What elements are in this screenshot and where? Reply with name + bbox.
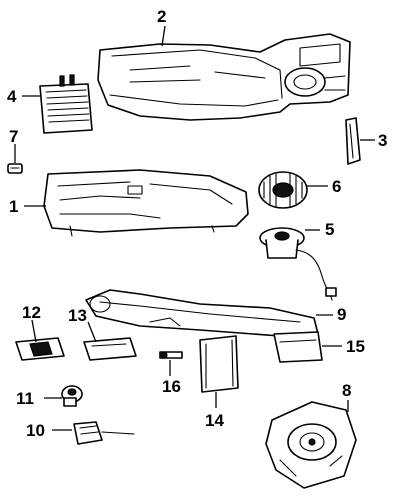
callout-11: 11 bbox=[16, 389, 34, 408]
callout-15: 15 bbox=[346, 337, 365, 356]
callout-7: 7 bbox=[9, 127, 18, 146]
callout-9: 9 bbox=[337, 305, 346, 324]
callout-10: 10 bbox=[26, 421, 45, 440]
part-4-filter bbox=[39, 74, 93, 134]
part-8-blower-housing bbox=[265, 401, 357, 489]
part-5-blower-motor bbox=[259, 227, 337, 301]
part-1-lower-housing bbox=[43, 169, 249, 237]
part-3-seal bbox=[345, 117, 361, 165]
part-15-cover bbox=[273, 331, 323, 363]
callout-14: 14 bbox=[205, 411, 224, 430]
callout-2: 2 bbox=[157, 7, 166, 26]
callout-5: 5 bbox=[325, 220, 334, 239]
part-9-duct bbox=[85, 289, 319, 337]
part-6-blower-wheel bbox=[258, 171, 308, 209]
part-12-bracket bbox=[15, 337, 65, 361]
part-16-clip bbox=[159, 351, 183, 359]
callout-12: 12 bbox=[22, 303, 41, 322]
part-7-clip bbox=[7, 163, 23, 174]
part-13-plate bbox=[83, 337, 137, 361]
callout-16: 16 bbox=[162, 377, 181, 396]
part-14-module bbox=[199, 335, 239, 393]
part-11-actuator bbox=[61, 385, 83, 407]
callout-13: 13 bbox=[68, 306, 87, 325]
callout-3: 3 bbox=[378, 131, 387, 150]
part-2-housing bbox=[97, 33, 351, 121]
callout-6: 6 bbox=[332, 177, 341, 196]
callout-1: 1 bbox=[9, 197, 18, 216]
callout-4: 4 bbox=[7, 87, 17, 106]
callout-8: 8 bbox=[342, 381, 351, 400]
part-10-motor bbox=[73, 421, 135, 445]
